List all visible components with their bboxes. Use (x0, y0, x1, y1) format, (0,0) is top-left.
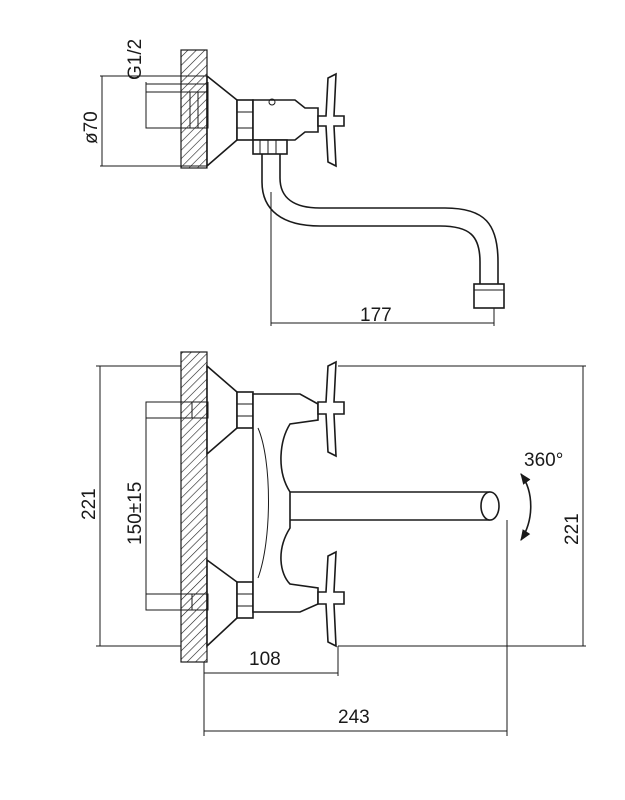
flange-upper (206, 364, 238, 456)
dim-height-left: 221 (79, 488, 100, 520)
side-view: G1/2 ø70 177 (81, 39, 505, 326)
dim-rotation: 360° (524, 450, 563, 471)
hex-nut-upper (236, 391, 254, 429)
cross-handle-lower (317, 550, 345, 648)
flange-top (206, 74, 238, 168)
dim-spout-reach-side: 177 (360, 305, 392, 326)
spout-aerator-side (473, 283, 505, 309)
swivel-collar-top (252, 139, 288, 155)
front-view: 221 150±15 221 360° 108 243 (79, 351, 586, 736)
spout-side (261, 154, 481, 284)
wall-section-bottom (180, 351, 208, 663)
spout-front (290, 491, 496, 521)
dim-center-distance: 150±15 (125, 482, 146, 545)
flange-lower (206, 558, 238, 648)
dim-height-right: 221 (562, 513, 583, 545)
rotation-arrow (520, 473, 532, 541)
mixer-body (252, 393, 319, 613)
valve-body-top (252, 99, 319, 141)
dim-spout-reach-front: 243 (338, 707, 370, 728)
hex-nut-lower (236, 581, 254, 619)
dim-g-thread: G1/2 (125, 39, 146, 80)
dim-flange-diameter: ø70 (81, 111, 102, 144)
cross-handle-top (317, 72, 345, 168)
cross-handle-upper (317, 360, 345, 458)
dim-handle-offset: 108 (249, 649, 281, 670)
hex-nut-top (236, 99, 254, 141)
wall-section-top (180, 49, 208, 169)
spout-outlet-front (480, 491, 500, 521)
